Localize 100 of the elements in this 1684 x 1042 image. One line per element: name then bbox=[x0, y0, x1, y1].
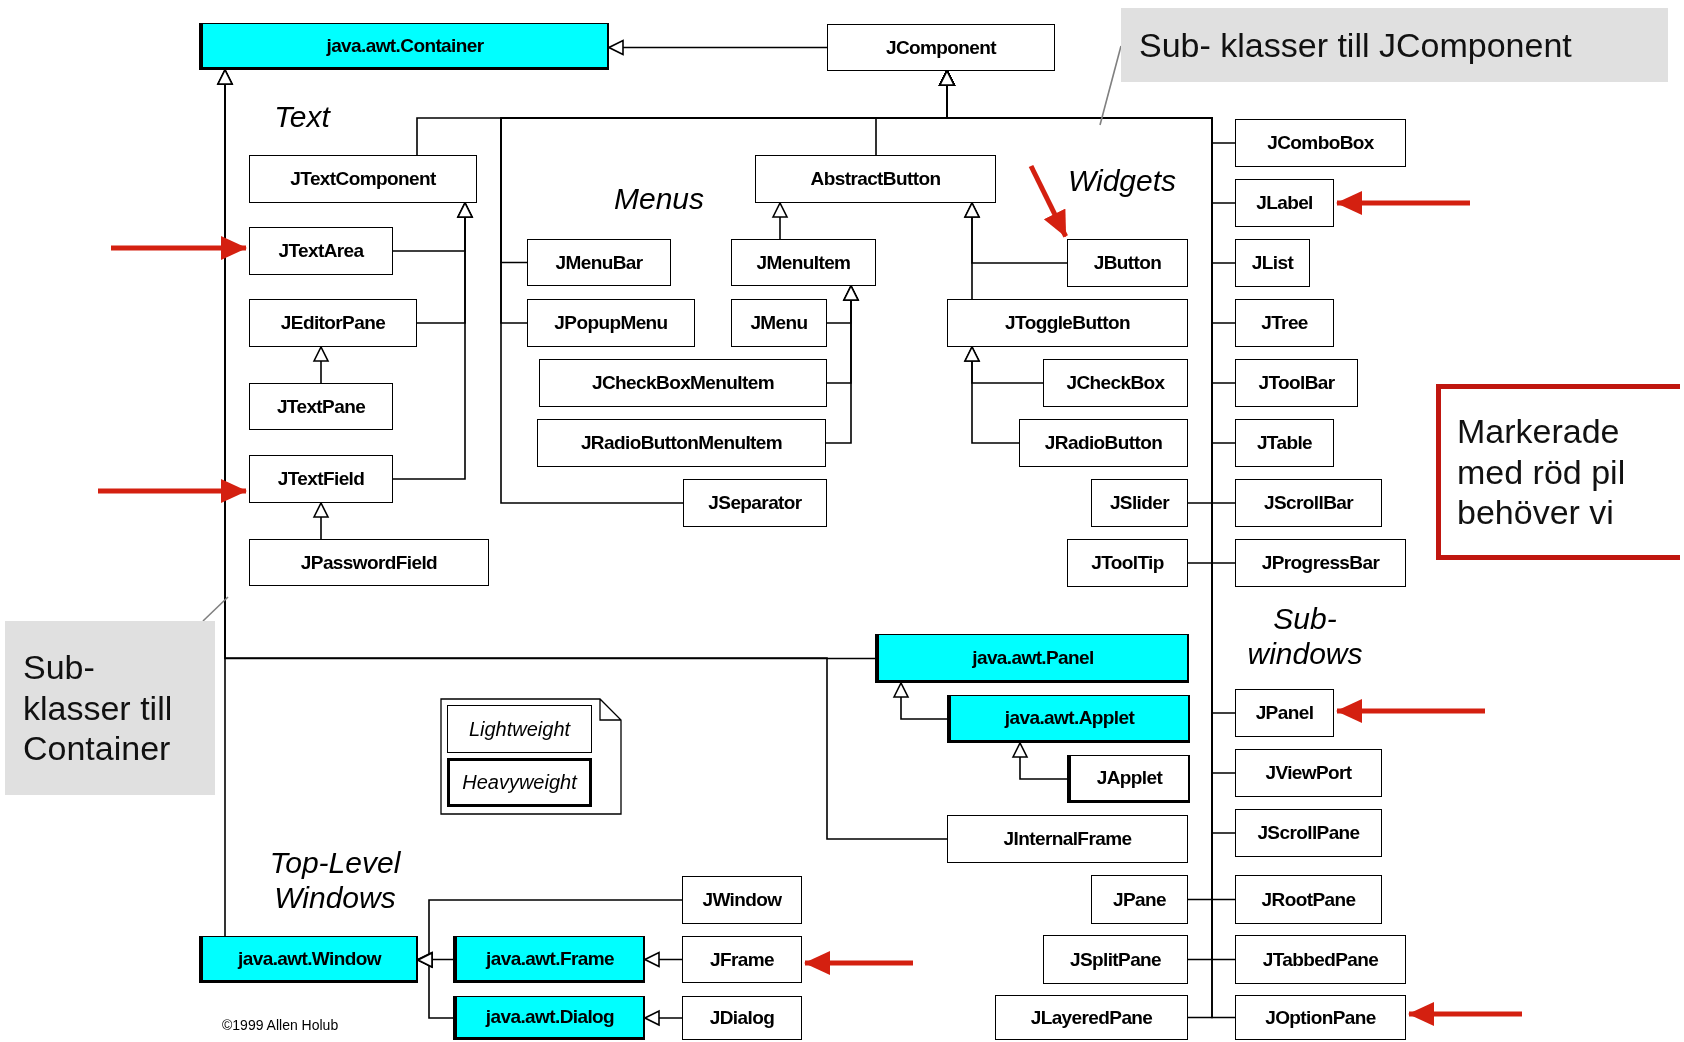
class-name: JLayeredPane bbox=[1030, 1006, 1153, 1029]
class-box bbox=[1043, 935, 1188, 984]
inheritance-arrow bbox=[772, 202, 788, 240]
inheritance-arrow bbox=[644, 1010, 683, 1026]
inheritance-arrow bbox=[392, 202, 473, 480]
note-text: Markerade med röd pil behöver vi bbox=[1457, 410, 1627, 534]
inheritance-arrow bbox=[964, 202, 980, 300]
class-name: JSplitPane bbox=[1069, 948, 1162, 971]
inheritance-arrow bbox=[825, 285, 859, 444]
class-name: JWindow bbox=[702, 889, 782, 911]
callout-text: Sub- klasser till JComponent bbox=[1139, 24, 1572, 66]
class-name: JScrollPane bbox=[1257, 822, 1360, 844]
pointer-arrow bbox=[98, 479, 247, 503]
class-name: JCheckBox bbox=[1066, 372, 1165, 394]
class-name: JFrame bbox=[710, 948, 774, 971]
class-name: java.awt.Dialog bbox=[485, 1006, 615, 1028]
class-name: JLabel bbox=[1256, 192, 1313, 214]
pointer-arrow bbox=[111, 236, 247, 260]
class-name: java.awt.Panel bbox=[972, 646, 1094, 669]
class-box bbox=[731, 299, 827, 347]
inheritance-arrow bbox=[608, 39, 828, 56]
class-box bbox=[1235, 119, 1406, 167]
class-box bbox=[683, 479, 827, 527]
class-name: JPopupMenu bbox=[554, 312, 668, 334]
class-box bbox=[1019, 419, 1188, 467]
class-box bbox=[682, 996, 802, 1040]
class-box bbox=[947, 695, 1190, 743]
class-box bbox=[249, 383, 393, 430]
pointer-arrow bbox=[1336, 699, 1485, 723]
inheritance-arrow bbox=[217, 69, 233, 937]
class-box bbox=[1235, 239, 1310, 287]
class-box bbox=[1067, 755, 1190, 803]
class-box bbox=[249, 155, 477, 203]
class-box bbox=[249, 455, 393, 503]
class-box bbox=[199, 23, 609, 70]
class-box bbox=[1235, 179, 1334, 227]
leader-line bbox=[202, 596, 229, 622]
class-box bbox=[827, 24, 1055, 71]
class-name: JButton bbox=[1093, 252, 1162, 274]
inheritance-arrow bbox=[313, 502, 329, 540]
class-name: JTextField bbox=[277, 468, 365, 490]
class-name: JMenu bbox=[750, 312, 808, 334]
callout-box bbox=[1121, 8, 1668, 82]
class-box bbox=[539, 359, 827, 407]
class-box bbox=[1067, 239, 1188, 287]
class-box bbox=[453, 996, 645, 1040]
class-box bbox=[875, 634, 1189, 683]
legend-entry: Heavyweight bbox=[447, 758, 592, 807]
class-box bbox=[249, 299, 417, 347]
class-box bbox=[1235, 689, 1334, 737]
class-box bbox=[1235, 995, 1406, 1040]
class-box bbox=[1235, 935, 1406, 984]
class-name: JToolTip bbox=[1091, 552, 1164, 574]
class-name: java.awt.Frame bbox=[486, 947, 614, 970]
class-name: JTextComponent bbox=[290, 168, 436, 190]
class-name: JRadioButton bbox=[1044, 432, 1163, 454]
leader-line bbox=[1099, 45, 1122, 126]
class-box bbox=[1235, 479, 1382, 527]
inheritance-arrow bbox=[417, 899, 683, 968]
inheritance-arrow bbox=[1012, 742, 1068, 780]
class-name: JViewPort bbox=[1265, 762, 1352, 784]
class-name: JApplet bbox=[1096, 767, 1163, 789]
class-name: JInternalFrame bbox=[1003, 828, 1132, 850]
section-label: Sub- windows bbox=[1246, 602, 1364, 671]
class-box bbox=[1235, 809, 1382, 857]
class-name: JRootPane bbox=[1261, 888, 1356, 911]
class-name: JTable bbox=[1256, 432, 1313, 454]
class-box bbox=[1067, 539, 1188, 587]
class-box bbox=[1091, 875, 1188, 924]
inheritance-arrow bbox=[644, 951, 683, 968]
pointer-arrow bbox=[1408, 1002, 1522, 1026]
class-box bbox=[755, 155, 996, 203]
class-box bbox=[1235, 299, 1334, 347]
class-box bbox=[947, 299, 1188, 347]
class-box bbox=[249, 227, 393, 275]
class-name: JTree bbox=[1261, 312, 1308, 334]
pointer-arrow bbox=[1336, 191, 1470, 215]
class-box bbox=[1043, 359, 1188, 407]
legend-entry: Lightweight bbox=[447, 705, 592, 753]
class-name: JTabbedPane bbox=[1262, 948, 1379, 971]
section-label: Text bbox=[273, 100, 332, 135]
class-name: JPasswordField bbox=[300, 551, 438, 574]
class-box bbox=[1091, 479, 1188, 527]
class-box bbox=[731, 239, 876, 286]
class-name: JOptionPane bbox=[1265, 1006, 1376, 1029]
inheritance-arrow bbox=[893, 682, 948, 720]
note-box bbox=[1436, 384, 1680, 560]
class-box bbox=[527, 299, 695, 347]
callout-text: Sub- klasser till Container bbox=[23, 646, 174, 770]
class-name: JMenuBar bbox=[555, 251, 643, 274]
class-box bbox=[1235, 359, 1358, 407]
class-name: JToggleButton bbox=[1005, 312, 1130, 334]
class-box bbox=[1235, 875, 1382, 924]
class-name: JTextArea bbox=[278, 240, 364, 262]
class-name: AbstractButton bbox=[810, 168, 941, 190]
section-label: Menus bbox=[612, 182, 705, 217]
class-name: JEditorPane bbox=[280, 312, 386, 334]
class-box bbox=[527, 239, 671, 286]
class-name: JList bbox=[1251, 252, 1294, 274]
section-label: Widgets bbox=[1066, 164, 1178, 199]
